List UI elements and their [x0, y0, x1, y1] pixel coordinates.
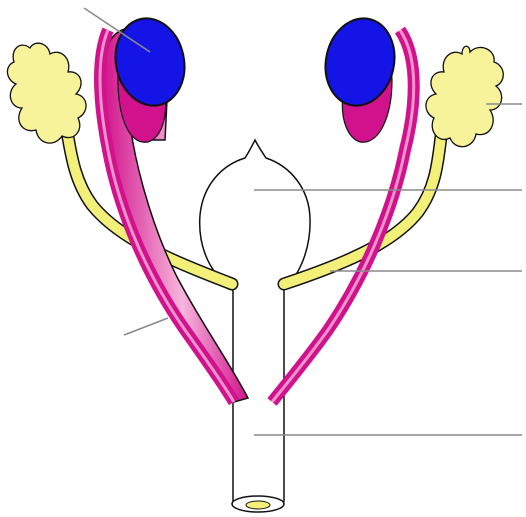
leader-line-sperm-duct — [124, 318, 168, 335]
bladder — [200, 140, 310, 290]
right-seminal-gland — [426, 46, 503, 146]
left-seminal-gland — [7, 43, 86, 143]
